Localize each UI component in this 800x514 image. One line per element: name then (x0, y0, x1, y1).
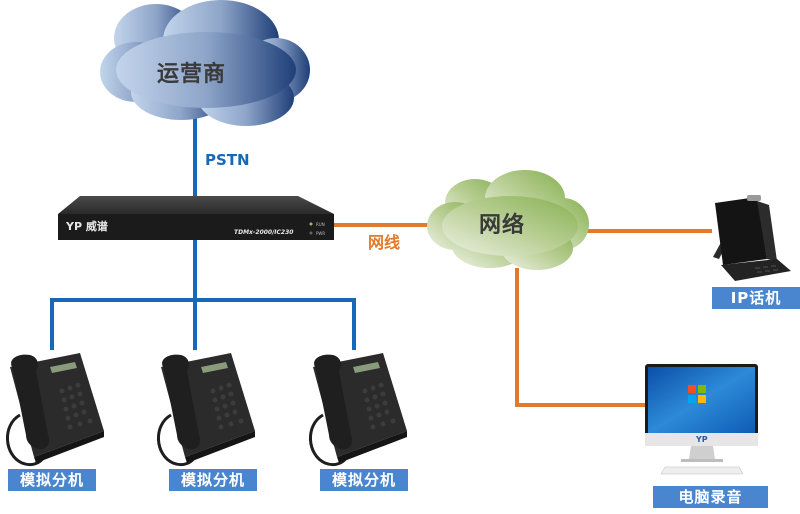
recorder-pc-logo: YP (696, 435, 708, 444)
network-cloud-icon (427, 170, 589, 270)
gateway-led-run: RUN (316, 222, 325, 227)
ip-phone-icon (713, 195, 791, 281)
lan-label: 网线 (368, 233, 401, 252)
analog-bus-line (50, 298, 356, 350)
recorder-pc-icon (645, 364, 758, 475)
gateway-model: TDMx-2000/IC230 (234, 229, 294, 236)
network-cloud-label: 网络 (479, 213, 526, 238)
gateway-led-pwr: PWR (316, 231, 326, 236)
analog-phone-icon-2 (156, 351, 257, 467)
carrier-cloud-label: 运营商 (157, 62, 227, 87)
ip-phone-tag: IP话机 (712, 287, 800, 309)
carrier-cloud-icon (100, 0, 310, 126)
voice-gateway-device: YP 威谱 TDMx-2000/IC230 RUN PWR (58, 196, 334, 242)
lan-line-recorder (515, 268, 645, 407)
analog-phone-icon-3 (308, 351, 409, 467)
pstn-label: PSTN (205, 151, 250, 169)
windows-logo-icon (688, 385, 706, 403)
analog-phone-tag-3: 模拟分机 (320, 469, 408, 491)
analog-phone-tag-1: 模拟分机 (8, 469, 96, 491)
gateway-brand: YP 威谱 (66, 220, 108, 233)
recorder-pc-tag: 电脑录音 (653, 486, 768, 508)
analog-phone-icon-1 (5, 351, 106, 467)
analog-phone-tag-2: 模拟分机 (169, 469, 257, 491)
